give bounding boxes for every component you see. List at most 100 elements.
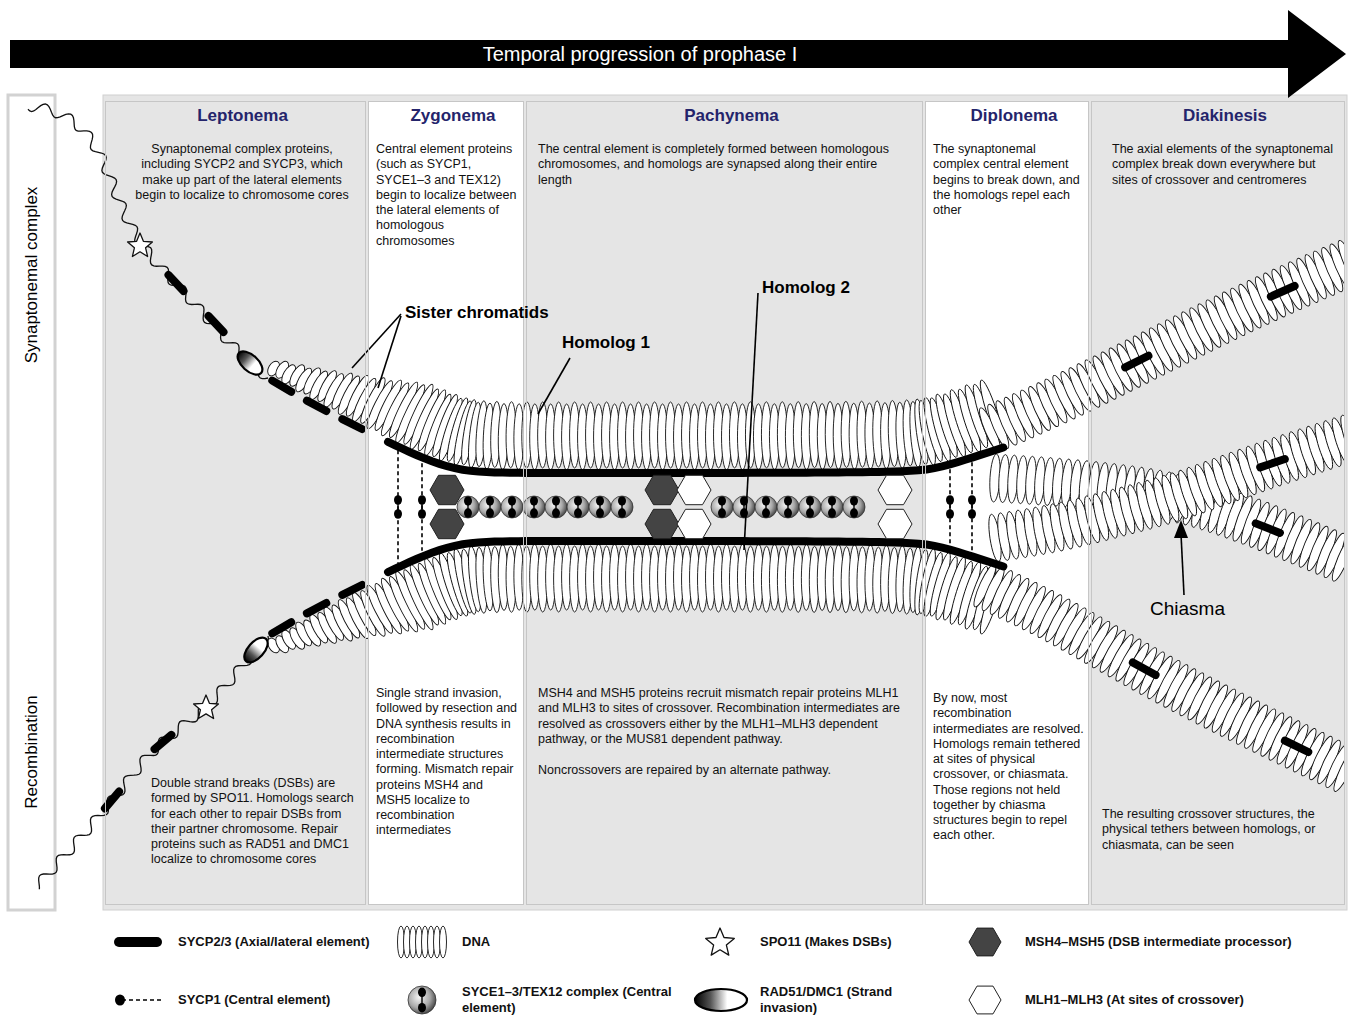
stage-description: The synaptonemal complex central element…: [933, 142, 1085, 218]
stage-description: The axial elements of the synaptonemal c…: [1112, 142, 1338, 188]
sycp1-dot: [530, 496, 538, 506]
sycp1-dot: [464, 508, 472, 518]
stage-panel-ground: [105, 101, 366, 905]
syce-complex-circle: [755, 496, 777, 518]
sycp1-dot: [946, 509, 954, 519]
sycp1-dot: [486, 508, 494, 518]
sycp1-dot: [850, 496, 858, 506]
msh4-msh5-hexagon: [645, 509, 679, 538]
sycp1-dot: [574, 508, 582, 518]
part-label: Sister chromatids: [405, 303, 549, 323]
sycp1-dashed-line: [949, 469, 951, 544]
legend-symbol: [392, 922, 454, 962]
sycp1-dot: [552, 496, 560, 506]
rad51-dmc1-oval: [695, 989, 747, 1011]
syce-complex-circle: [567, 496, 589, 518]
stage-description: The central element is completely formed…: [538, 142, 908, 188]
sycp1-dot: [418, 1003, 426, 1013]
sycp1-dashed-line: [397, 450, 399, 563]
sycp1-dot: [464, 496, 472, 506]
legend-item: MSH4–MSH5 (DSB intermediate processor): [955, 920, 1337, 964]
sycp1-dot: [115, 995, 125, 1006]
stage-heading: Diakinesis: [1098, 106, 1352, 127]
sycp1-dashed-line: [122, 999, 164, 1001]
legend-text: SYCP2/3 (Axial/lateral element): [178, 934, 378, 950]
stage-panel-ground: [526, 101, 923, 905]
sycp1-dot: [850, 508, 858, 518]
axial-element-bar: [168, 275, 183, 291]
stage-description: Synaptonemal complex proteins, including…: [128, 142, 356, 203]
stage-panel: PachynemaThe central element is complete…: [526, 101, 923, 905]
sycp1-dot: [394, 509, 402, 519]
sycp1-dot: [718, 508, 726, 518]
axial-element-bar: [1271, 286, 1295, 297]
stage-description: Noncrossovers are repaired by an alterna…: [538, 763, 916, 778]
sycp1-dot: [968, 509, 976, 519]
axial-element-bar: [342, 419, 362, 429]
legend-item: SYCP1 (Central element): [108, 978, 378, 1022]
stage-description: By now, most recombination intermediates…: [933, 691, 1085, 844]
sycp1-dot: [508, 496, 516, 506]
legend-item: RAD51/DMC1 (Strand invasion): [690, 978, 942, 1022]
legend-symbol: [108, 922, 170, 962]
part-label: Homolog 2: [762, 278, 850, 298]
dna-strand: [39, 636, 269, 889]
sycp1-dot: [418, 509, 426, 519]
stage-panel-ground: [925, 101, 1089, 905]
chromatin-loops: [265, 359, 1006, 655]
chromatin-loop: [1337, 414, 1344, 463]
syce-complex-circle: [408, 986, 436, 1014]
stage-heading: Leptonema: [112, 106, 373, 127]
spo11-star: [194, 695, 219, 719]
spo11-star: [128, 233, 153, 257]
legend-symbol: [955, 922, 1017, 962]
legend-text: SYCE1–3/TEX12 complex (Central element): [462, 984, 676, 1015]
legend-item: SYCP2/3 (Axial/lateral element): [108, 920, 378, 964]
part-label: Chiasma: [1150, 598, 1225, 620]
legend-text: SYCP1 (Central element): [178, 992, 378, 1008]
syce-complex-circle: [589, 496, 611, 518]
sycp1-dot: [762, 496, 770, 506]
legend-symbol: [392, 980, 454, 1020]
axial-element-bar: [208, 316, 223, 332]
leader-line: [744, 293, 758, 550]
timeline-arrow: [10, 10, 1346, 98]
legend-text: MLH1–MLH3 (At sites of crossover): [1025, 992, 1337, 1008]
sycp1-dot: [968, 495, 976, 505]
legend-symbol: [690, 980, 752, 1020]
sycp1-dot: [618, 508, 626, 518]
legend-text: SPO11 (Makes DSBs): [760, 934, 942, 950]
chromatin-loop: [1329, 535, 1344, 583]
axial-element-bar: [1256, 523, 1280, 533]
msh4-msh5-hexagon: [645, 475, 679, 504]
leader-line: [538, 358, 570, 414]
sycp1-dot: [806, 508, 814, 518]
row-label-box: [8, 95, 55, 910]
sycp1-dot: [596, 496, 604, 506]
stage-panel: ZygonemaCentral element proteins (such a…: [368, 101, 524, 905]
syce-complex-circle: [457, 496, 479, 518]
sycp1-dot: [530, 508, 538, 518]
part-label: Homolog 1: [562, 333, 650, 353]
stage-heading: Diplonema: [932, 106, 1096, 127]
rad51-dmc1-oval: [240, 633, 272, 666]
axial-element-bar: [307, 603, 326, 613]
chromatin-loop: [1335, 239, 1344, 287]
legend-symbol: [690, 922, 752, 962]
chromatin-loop: [1330, 746, 1344, 794]
stage-panel: LeptonemaSynaptonemal complex proteins, …: [105, 101, 366, 905]
mlh1-mlh3-hexagon: [878, 475, 912, 504]
leader-line: [1181, 534, 1184, 595]
stage-panel-ground: [368, 101, 524, 905]
sycp1-dot: [784, 496, 792, 506]
axial-element-bar: [272, 381, 291, 392]
syce-complex-circle: [799, 496, 821, 518]
sycp1-dot: [486, 496, 494, 506]
legend-item: MLH1–MLH3 (At sites of crossover): [955, 978, 1337, 1022]
syce-complex-circle: [501, 496, 523, 518]
stage-description: Double strand breaks (DSBs) are formed b…: [151, 776, 359, 868]
axial-element-bar: [1133, 663, 1156, 676]
sycp1-dot: [418, 495, 426, 505]
sycp1-dot: [784, 508, 792, 518]
axial-element-bar: [307, 401, 326, 411]
